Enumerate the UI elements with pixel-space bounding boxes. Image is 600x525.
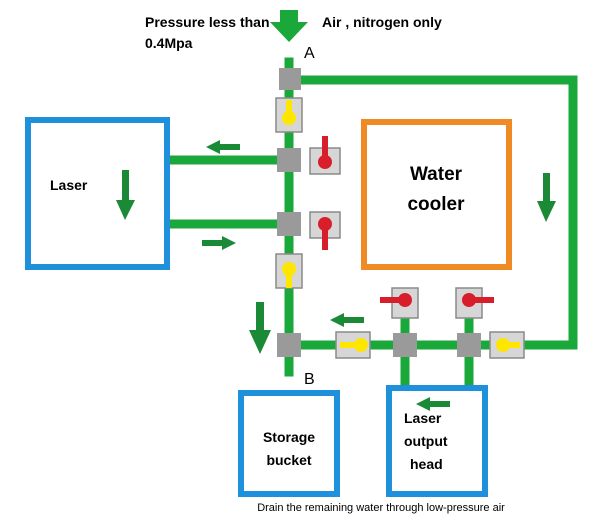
arrow-down-icon xyxy=(537,173,556,222)
water-cooler-label-line2: cooler xyxy=(407,194,465,215)
inlet-arrow-icon xyxy=(270,10,308,42)
water-cooler-label-line1: Water xyxy=(410,164,463,185)
point-a-label: A xyxy=(304,45,315,62)
tee-fitting-head-right xyxy=(457,333,481,357)
arrow-left-icon xyxy=(206,140,240,154)
flow-arrows xyxy=(116,140,556,411)
yellow-valve-icon xyxy=(275,97,303,133)
pressure-label-line2: 0.4Mpa xyxy=(145,35,193,51)
pressure-label-line1: Pressure less than xyxy=(145,14,270,30)
storage-bucket-box xyxy=(238,390,340,497)
arrow-left-icon xyxy=(416,397,450,411)
red-valve-icon xyxy=(309,136,341,175)
point-b-label: B xyxy=(304,371,315,388)
water-cooler-box xyxy=(361,119,512,270)
laser-output-head-label-line3: head xyxy=(410,456,443,472)
red-valve-icon xyxy=(309,211,341,250)
tee-fitting-b xyxy=(277,333,301,357)
yellow-valve-icon xyxy=(275,253,303,289)
tee-fitting-laser-bottom xyxy=(277,212,301,236)
pipe-top-loop xyxy=(284,75,578,350)
yellow-valve-icon xyxy=(489,331,525,359)
caption: Drain the remaining water through low-pr… xyxy=(257,502,505,514)
red-valve-icon xyxy=(380,287,419,319)
arrow-down-icon xyxy=(249,302,271,354)
yellow-valve-icon xyxy=(335,331,371,359)
arrow-right-icon xyxy=(202,236,236,250)
laser-label: Laser xyxy=(50,177,88,193)
gas-note-label: Air , nitrogen only xyxy=(322,14,442,30)
laser-output-head-label-line2: output xyxy=(404,433,448,449)
laser-output-head-label-line1: Laser xyxy=(404,410,442,426)
arrow-left-icon xyxy=(330,313,364,327)
red-valve-icon xyxy=(455,287,494,319)
tee-fitting-laser-top xyxy=(277,148,301,172)
tee-fittings xyxy=(277,68,481,357)
arrow-down-icon xyxy=(116,170,135,220)
storage-bucket-label-line1: Storage xyxy=(263,429,315,445)
tee-fitting-head-left xyxy=(393,333,417,357)
storage-bucket-label-line2: bucket xyxy=(266,452,311,468)
tee-fitting-a xyxy=(279,68,301,90)
laser-box xyxy=(25,117,170,270)
